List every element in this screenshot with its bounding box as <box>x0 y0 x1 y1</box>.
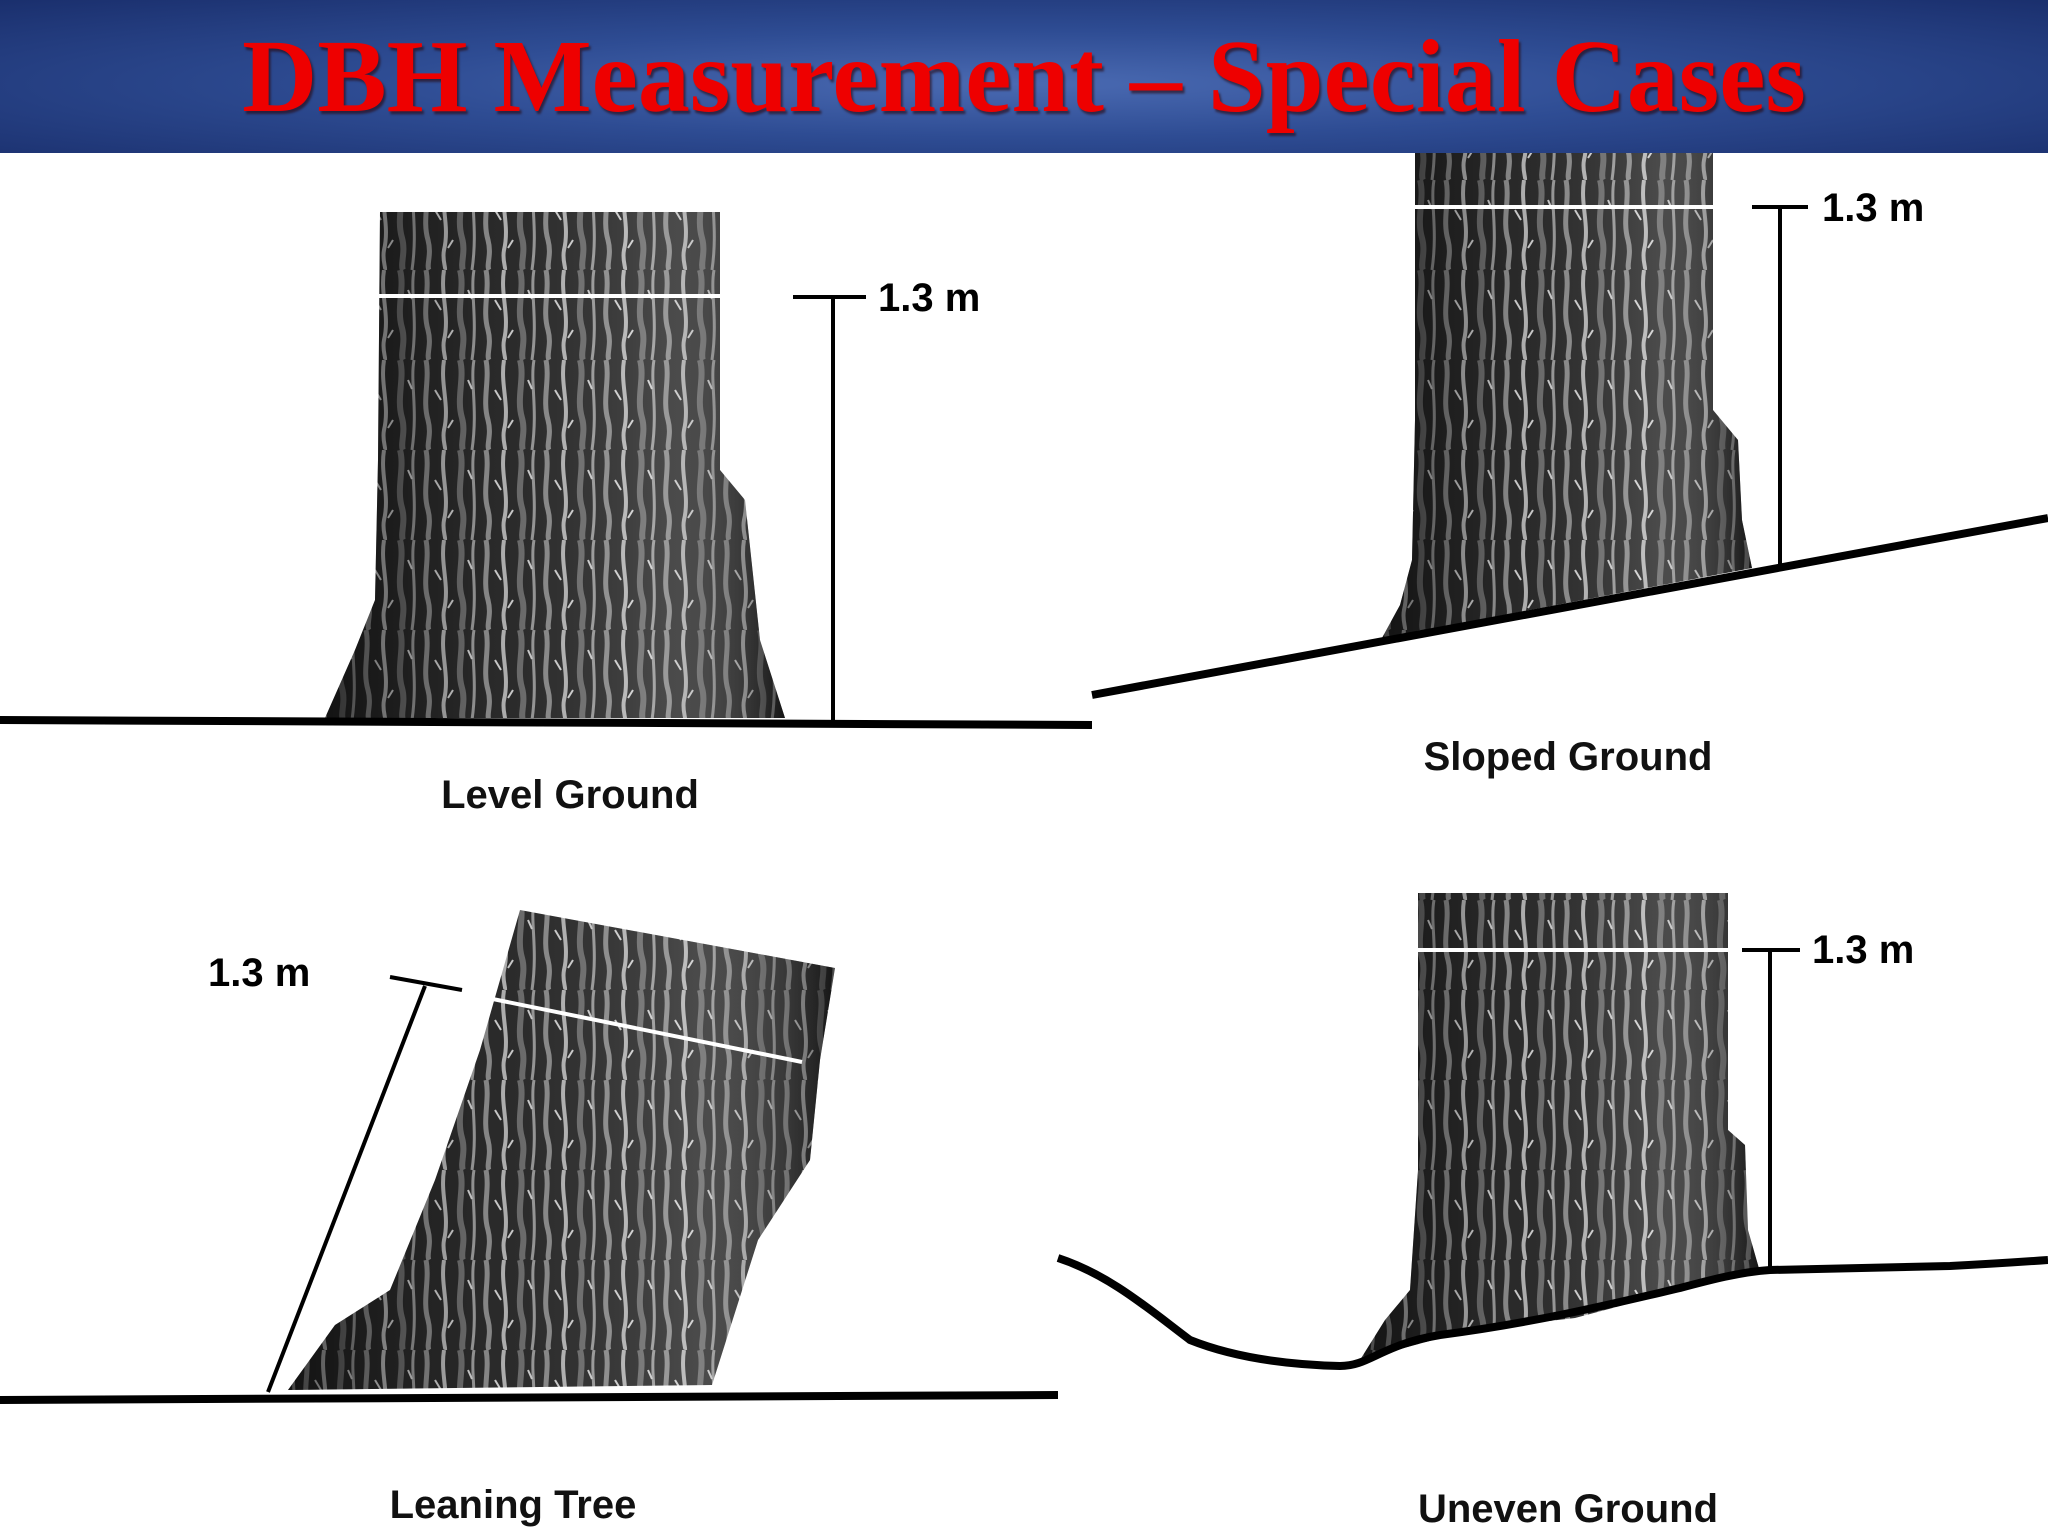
panel-caption: Sloped Ground <box>1424 735 1713 779</box>
panel-level-ground: 1.3 m Level Ground <box>0 212 1093 817</box>
panel-caption: Level Ground <box>441 773 699 817</box>
ground-line <box>0 716 1093 729</box>
height-label: 1.3 m <box>878 276 980 320</box>
trunk-shading <box>325 212 785 718</box>
title-banner <box>0 0 2048 153</box>
ground-line <box>0 1391 1059 1404</box>
panel-caption: Uneven Ground <box>1418 1487 1718 1531</box>
ground-line <box>1091 514 2048 699</box>
panel-uneven-ground: 1.3 m Uneven Ground <box>1056 893 2048 1531</box>
trunk-shading <box>1382 153 1752 638</box>
measure-tick <box>389 975 463 992</box>
panel-sloped-ground: 1.3 m Sloped Ground <box>1091 153 2048 779</box>
height-label: 1.3 m <box>208 951 310 995</box>
slide-title: DBH Measurement – Special Cases <box>242 19 1806 134</box>
height-label: 1.3 m <box>1812 928 1914 972</box>
trunk-shading <box>288 910 835 1390</box>
trunk-shading <box>1360 893 1760 1360</box>
panel-caption: Leaning Tree <box>390 1483 637 1527</box>
height-label: 1.3 m <box>1822 186 1924 230</box>
panel-leaning-tree: 1.3 m Leaning Tree <box>0 910 1059 1527</box>
ground-line <box>1056 1254 2048 1371</box>
measure-line <box>266 985 427 1393</box>
dbh-line <box>477 994 803 1064</box>
